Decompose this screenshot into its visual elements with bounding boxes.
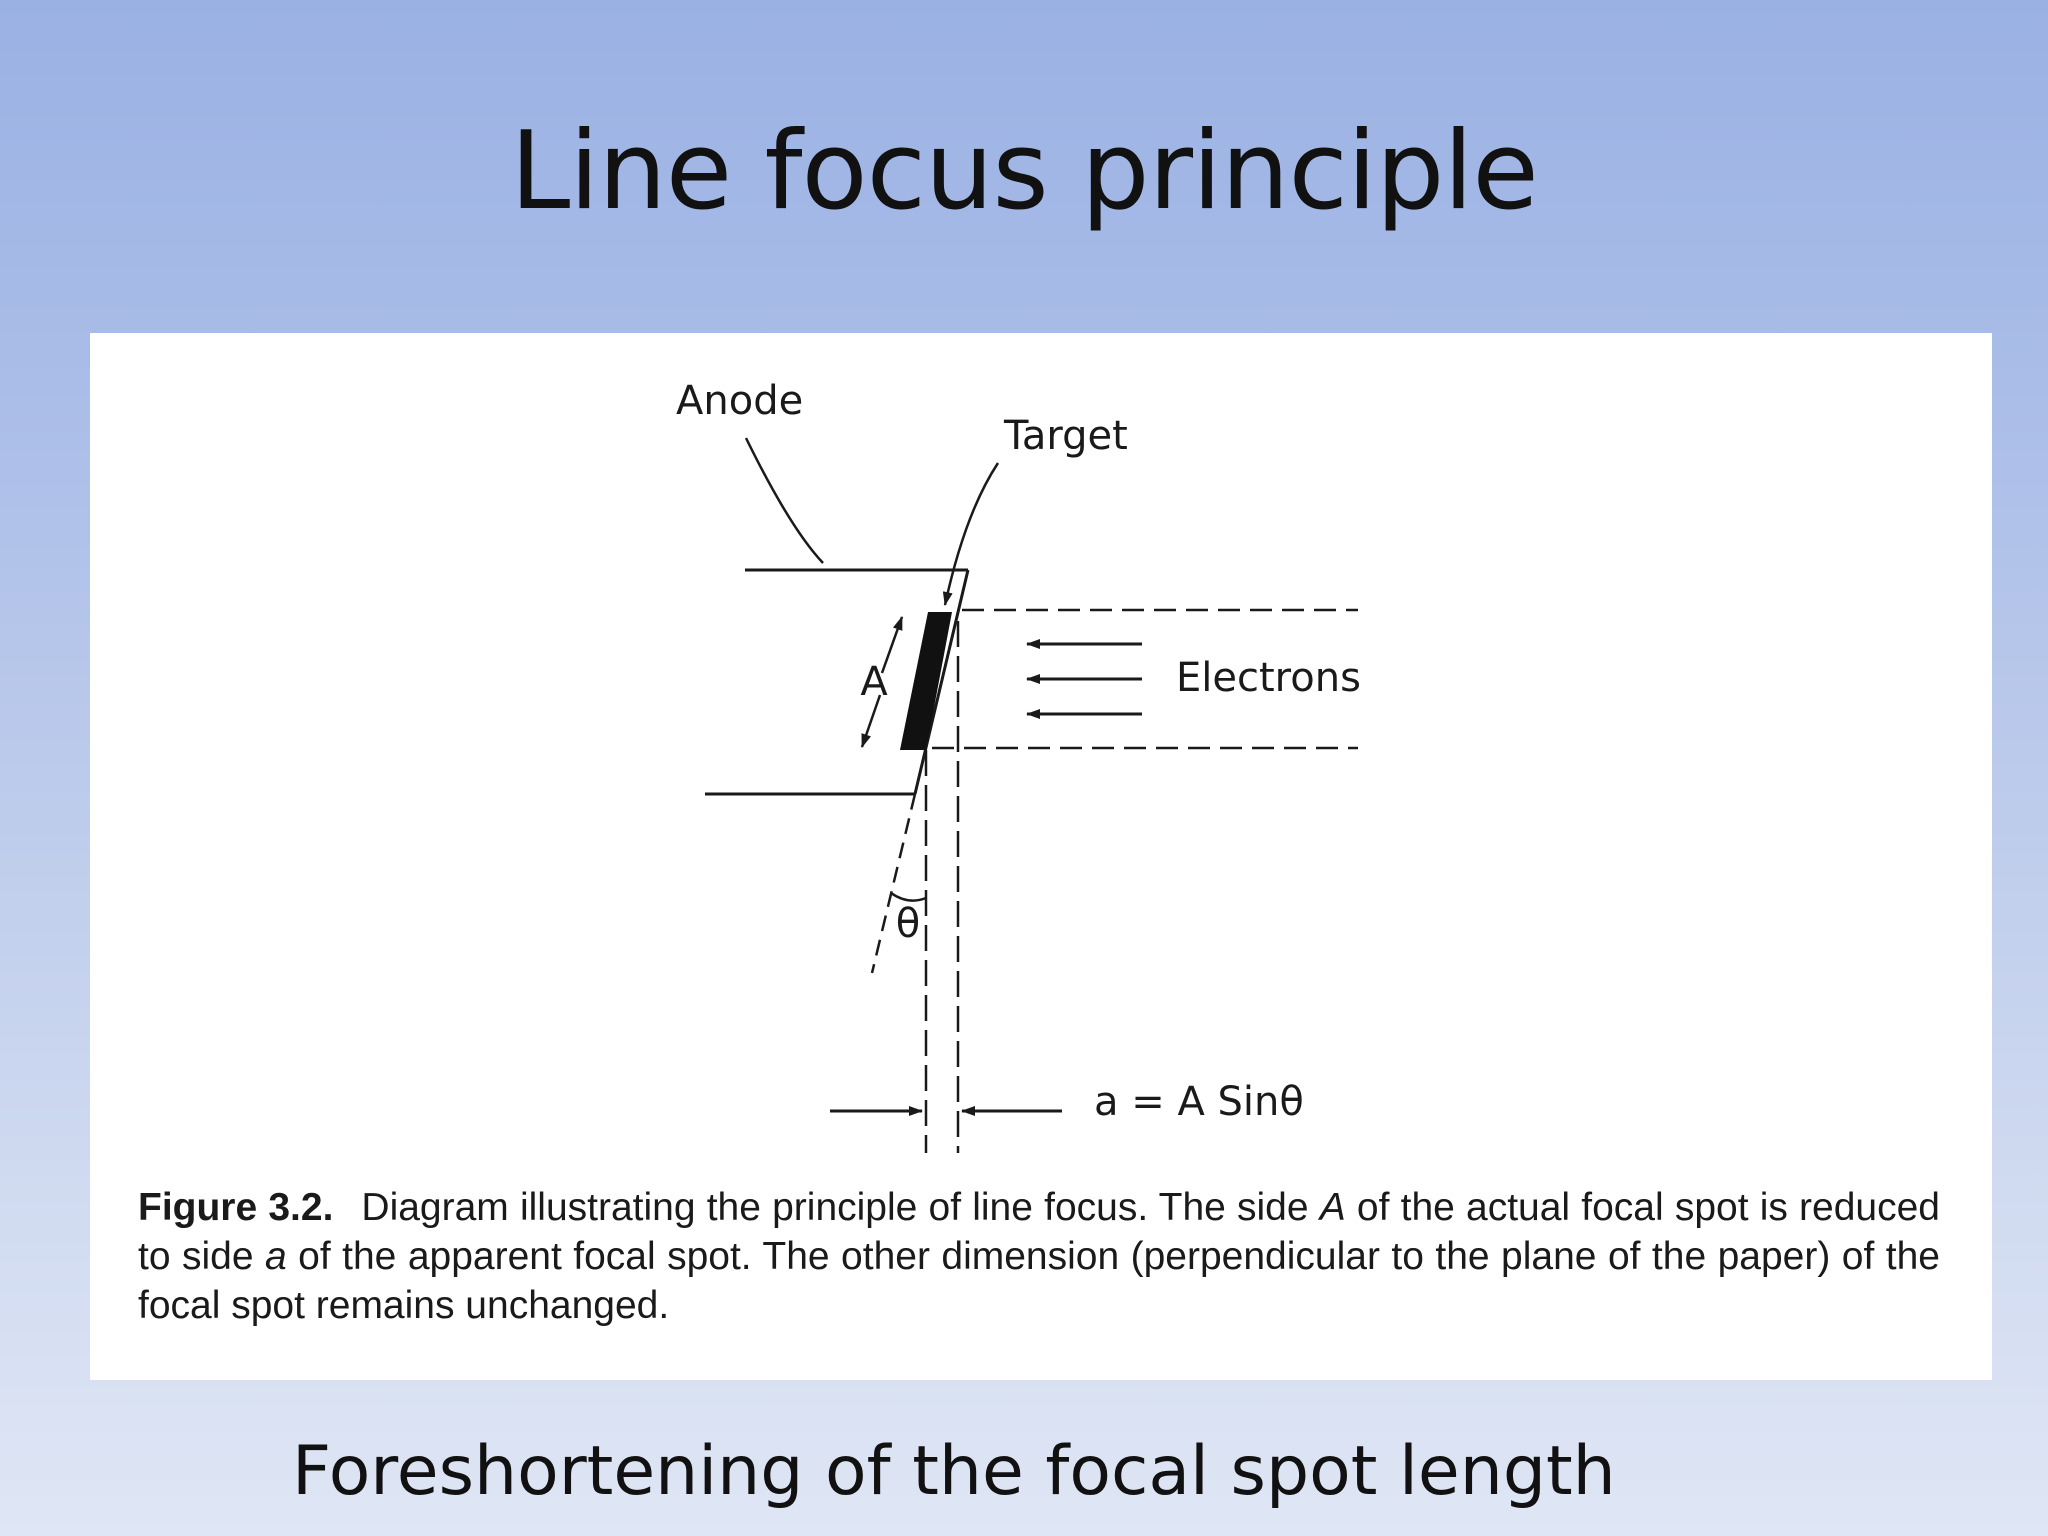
anode-leader-line <box>744 437 824 564</box>
figure-caption-italic-a-lower: a <box>265 1235 287 1278</box>
theta-label: θ <box>896 901 920 947</box>
side-a-label: A <box>860 659 888 705</box>
line-focus-diagram: Anode Target Electrons A θ a = A Sinθ <box>676 378 1361 1153</box>
anode-label: Anode <box>676 378 803 424</box>
slide-subtitle: Foreshortening of the focal spot length <box>292 1432 1616 1511</box>
target-focal-spot <box>900 612 952 750</box>
anode-face-extension <box>870 793 917 974</box>
figure-caption-text: Diagram illustrating the principle of li… <box>361 1186 1320 1229</box>
figure-caption: Figure 3.2. Diagram illustrating the prin… <box>138 1183 1940 1330</box>
side-a-arrow-down <box>860 694 882 748</box>
figure-panel: Anode Target Electrons A θ a = A Sinθ Fi… <box>90 333 1992 1380</box>
target-leader-line <box>942 462 1000 606</box>
anode-face <box>913 569 970 795</box>
figure-caption-italic-a-upper: A <box>1319 1186 1346 1229</box>
side-a-arrow-up <box>880 616 904 674</box>
slide-title: Line focus principle <box>510 109 1539 234</box>
target-label: Target <box>1003 413 1128 459</box>
electrons-label: Electrons <box>1176 655 1361 701</box>
figure-caption-text: of the apparent focal spot. The other di… <box>138 1235 1940 1327</box>
theta-angle-arc <box>890 891 927 902</box>
figure-caption-label: Figure 3.2. <box>138 1186 334 1229</box>
figure-caption-text: of the actual focal spot is reduced to s… <box>138 1186 1940 1278</box>
formula-label: a = A Sinθ <box>1094 1079 1304 1125</box>
